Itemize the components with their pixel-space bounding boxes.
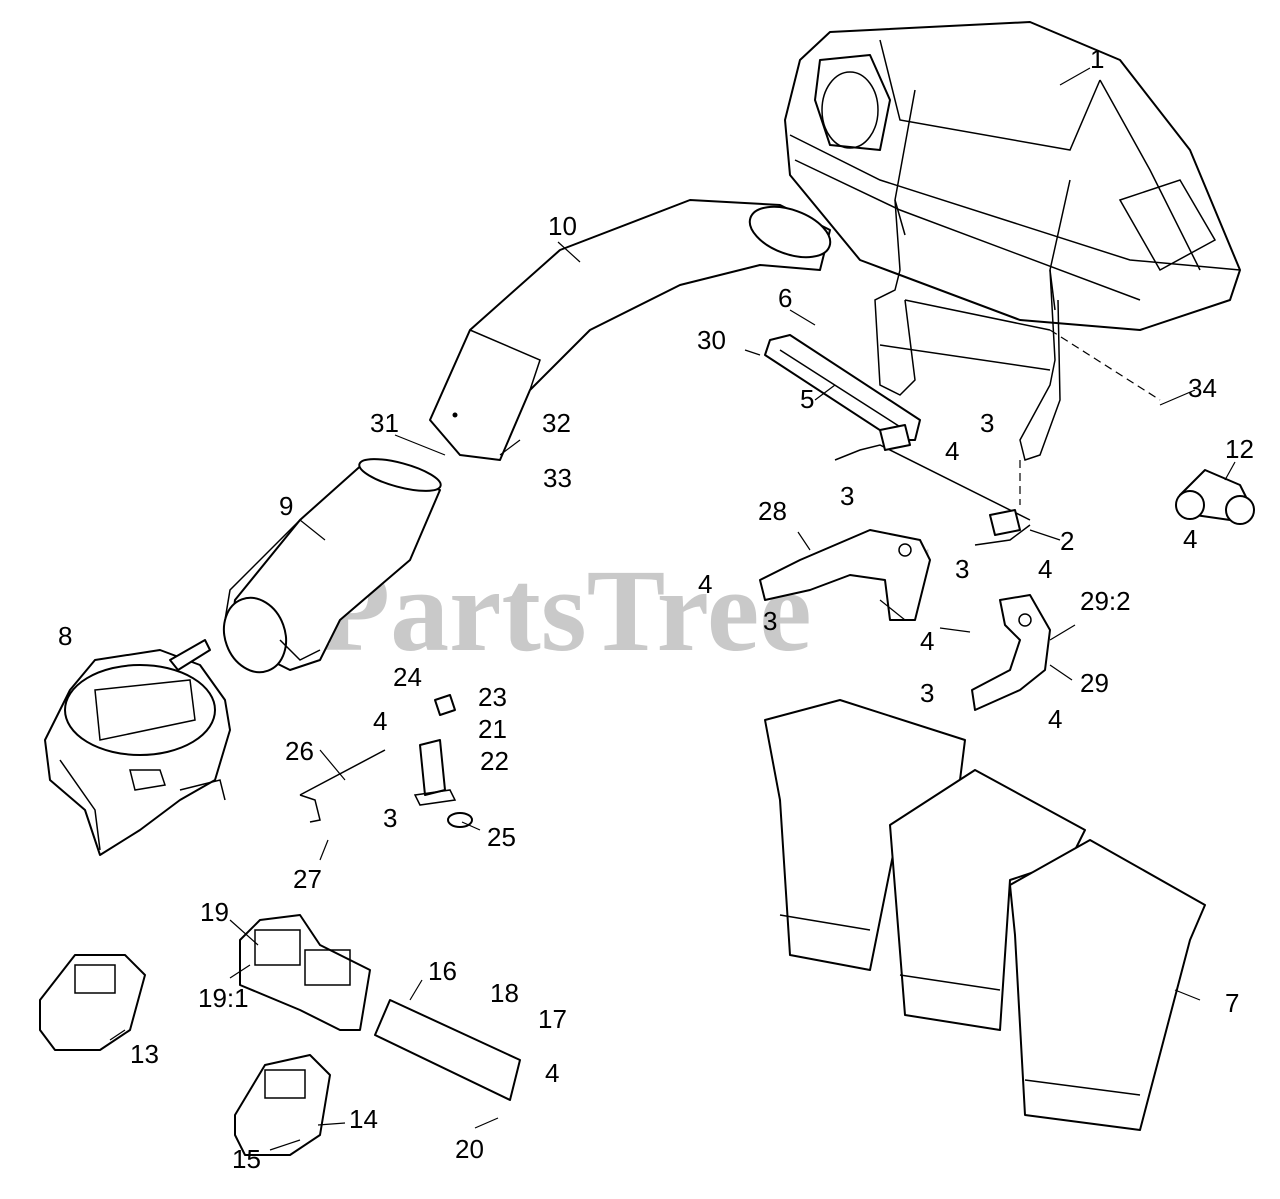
callout-22[interactable]: 22 xyxy=(480,746,509,776)
callout-3[interactable]: 3 xyxy=(840,481,854,511)
callout-23[interactable]: 23 xyxy=(478,682,507,712)
callout-3[interactable]: 3 xyxy=(383,803,397,833)
part-24-knob[interactable] xyxy=(434,694,456,716)
callout-30[interactable]: 30 xyxy=(697,325,726,355)
part-21-bracket[interactable] xyxy=(413,739,457,806)
callout-7[interactable]: 7 xyxy=(1225,988,1239,1018)
callout-25[interactable]: 25 xyxy=(487,822,516,852)
callouts: 1 2 3 3 3 3 3 3 4 4 4 4 4 4 4 4 5 6 7 8 … xyxy=(58,44,1254,1174)
callout-31[interactable]: 31 xyxy=(370,408,399,438)
part-13-cover[interactable] xyxy=(39,954,146,1051)
part-10-upper-chute[interactable] xyxy=(429,197,837,461)
callout-2[interactable]: 2 xyxy=(1060,526,1074,556)
callout-9[interactable]: 9 xyxy=(279,491,293,521)
callout-29-2[interactable]: 29:2 xyxy=(1080,586,1131,616)
callout-3[interactable]: 3 xyxy=(955,554,969,584)
callout-1[interactable]: 1 xyxy=(1090,44,1104,74)
callout-16[interactable]: 16 xyxy=(428,956,457,986)
callout-4[interactable]: 4 xyxy=(373,706,387,736)
callout-34[interactable]: 34 xyxy=(1188,373,1217,403)
callout-33[interactable]: 33 xyxy=(543,463,572,493)
part-1-bagger-cover[interactable] xyxy=(784,21,1241,331)
part-12-bracket[interactable] xyxy=(1175,469,1255,525)
callout-19-1[interactable]: 19:1 xyxy=(198,983,249,1013)
callout-5[interactable]: 5 xyxy=(800,384,814,414)
callout-6[interactable]: 6 xyxy=(778,283,792,313)
part-8-blower[interactable] xyxy=(44,639,231,856)
callout-19[interactable]: 19 xyxy=(200,897,229,927)
callout-10[interactable]: 10 xyxy=(548,211,577,241)
callout-20[interactable]: 20 xyxy=(455,1134,484,1164)
callout-8[interactable]: 8 xyxy=(58,621,72,651)
part-29-bracket[interactable] xyxy=(971,594,1051,711)
leader-lines xyxy=(109,67,1236,1151)
bagger-frame[interactable] xyxy=(874,89,1161,505)
part-26-rod[interactable] xyxy=(299,749,386,823)
callout-4[interactable]: 4 xyxy=(920,626,934,656)
callout-4[interactable]: 4 xyxy=(1183,524,1197,554)
callout-24[interactable]: 24 xyxy=(393,662,422,692)
part-7-bags[interactable] xyxy=(764,699,1206,1131)
callout-4[interactable]: 4 xyxy=(1038,554,1052,584)
callout-4[interactable]: 4 xyxy=(545,1058,559,1088)
callout-28[interactable]: 28 xyxy=(758,496,787,526)
part-5-support-bar[interactable] xyxy=(764,334,921,441)
part-9-lower-chute[interactable] xyxy=(214,453,444,681)
callout-4[interactable]: 4 xyxy=(945,436,959,466)
callout-3[interactable]: 3 xyxy=(980,408,994,438)
callout-14[interactable]: 14 xyxy=(349,1104,378,1134)
part-14-cover[interactable] xyxy=(234,1054,331,1156)
callout-4[interactable]: 4 xyxy=(698,569,712,599)
part-19-covers[interactable] xyxy=(239,914,371,1031)
part-16-plate[interactable] xyxy=(374,999,521,1101)
callout-15[interactable]: 15 xyxy=(232,1144,261,1174)
callout-27[interactable]: 27 xyxy=(293,864,322,894)
callout-3[interactable]: 3 xyxy=(920,678,934,708)
callout-29[interactable]: 29 xyxy=(1080,668,1109,698)
callout-18[interactable]: 18 xyxy=(490,978,519,1008)
callout-13[interactable]: 13 xyxy=(130,1039,159,1069)
callout-12[interactable]: 12 xyxy=(1225,434,1254,464)
callout-21[interactable]: 21 xyxy=(478,714,507,744)
callout-26[interactable]: 26 xyxy=(285,736,314,766)
callout-17[interactable]: 17 xyxy=(538,1004,567,1034)
callout-32[interactable]: 32 xyxy=(542,408,571,438)
callout-4[interactable]: 4 xyxy=(1048,704,1062,734)
part-2-rod[interactable] xyxy=(834,424,1031,546)
part-28-bracket[interactable] xyxy=(759,529,931,621)
callout-3[interactable]: 3 xyxy=(763,606,777,636)
